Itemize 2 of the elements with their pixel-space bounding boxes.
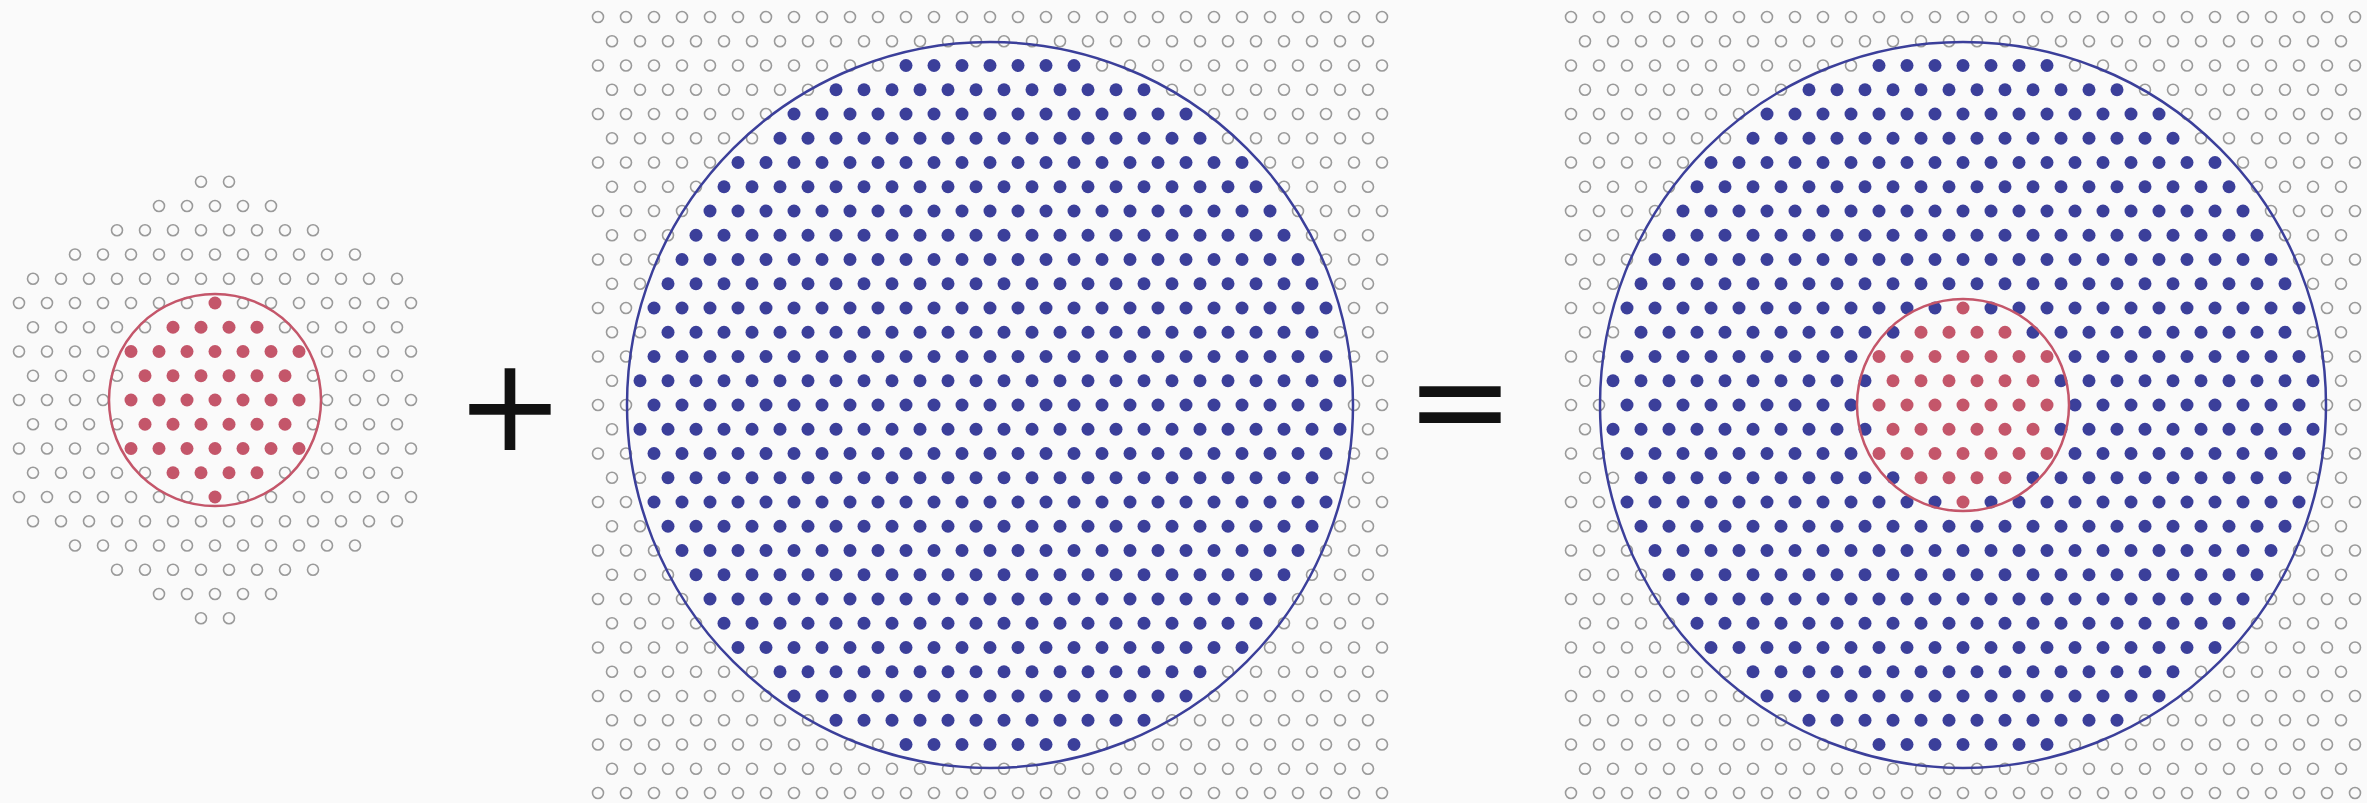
plus-sign: + bbox=[455, 340, 565, 470]
equals-sign: = bbox=[1405, 335, 1515, 465]
